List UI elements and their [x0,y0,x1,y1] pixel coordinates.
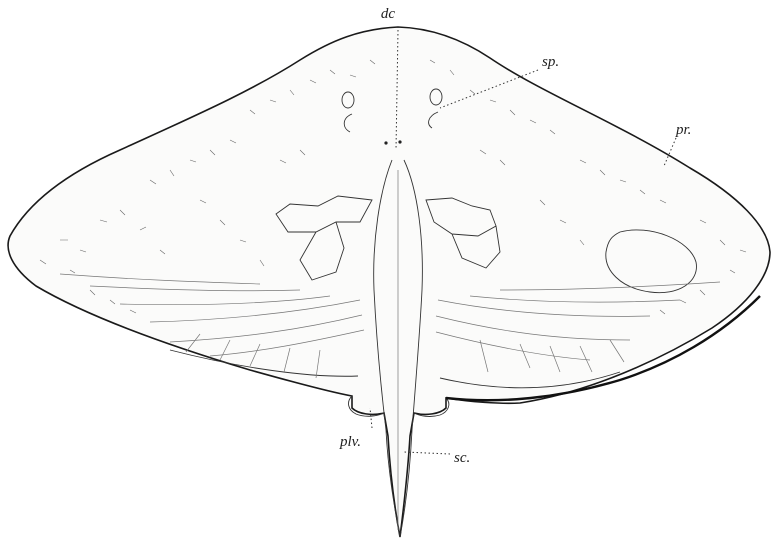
label-dc: dc [381,6,396,22]
label-sc: sc. [454,450,470,466]
label-plv: plv. [339,434,361,450]
right-dot [398,140,401,143]
left-dot [384,141,387,144]
label-pr: pr. [675,122,691,138]
body-disc-outline [8,27,770,537]
label-sp: sp. [542,54,559,70]
